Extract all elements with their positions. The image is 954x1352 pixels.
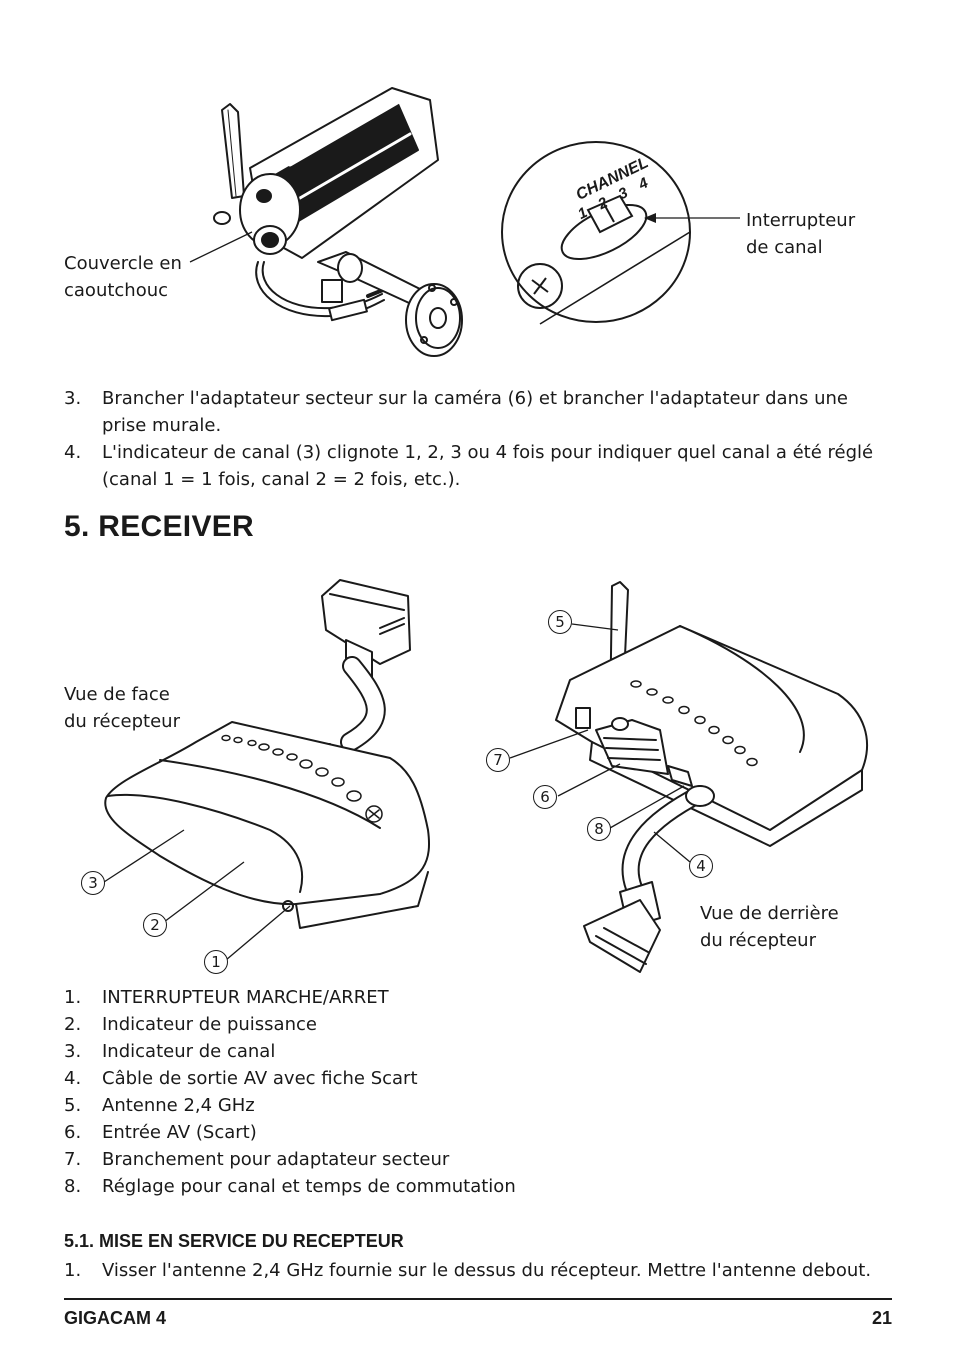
callout-3: 3 (81, 871, 105, 895)
steps-bottom: 1.Visser l'antenne 2,4 GHz fournie sur l… (64, 1257, 894, 1284)
list-item: 8.Réglage pour canal et temps de commuta… (64, 1176, 516, 1197)
arrow-icon (644, 213, 656, 223)
callout-6: 6 (533, 785, 557, 809)
receiver-illustration (103, 579, 869, 973)
page-number: 21 (871, 1308, 892, 1328)
label-front-view: Vue de face du récepteur (64, 684, 180, 732)
parts-list: 1.INTERRUPTEUR MARCHE/ARRET 2.Indicateur… (64, 984, 894, 1200)
footer-product: GIGACAM 4 (64, 1308, 167, 1328)
list-item: 5.Antenne 2,4 GHz (64, 1095, 255, 1116)
subsection-title: 5.1. MISE EN SERVICE DU RECEPTEUR (64, 1231, 404, 1251)
label-back-view: Vue de derrière du récepteur (700, 903, 839, 951)
callout-2: 2 (143, 913, 167, 937)
list-item: 2.Indicateur de puissance (64, 1014, 317, 1035)
list-item: 7.Branchement pour adaptateur secteur (64, 1149, 450, 1170)
callout-5: 5 (548, 610, 572, 634)
callout-1: 1 (204, 950, 228, 974)
section-title: 5. RECEIVER (64, 510, 255, 543)
list-item: 3.Brancher l'adaptateur secteur sur la c… (64, 388, 848, 436)
list-item: 3.Indicateur de canal (64, 1041, 276, 1062)
label-channel-switch: Interrupteur de canal (746, 210, 856, 258)
label-rubber-cover: Couvercle en caoutchouc (64, 253, 182, 301)
camera-illustration: CHANNEL 1 2 3 4 (189, 87, 740, 357)
list-item: 4.L'indicateur de canal (3) clignote 1, … (64, 442, 874, 490)
list-item: 1.INTERRUPTEUR MARCHE/ARRET (64, 987, 389, 1008)
list-item: 6.Entrée AV (Scart) (64, 1122, 257, 1143)
list-item: 4.Câble de sortie AV avec fiche Scart (64, 1068, 418, 1089)
callout-4: 4 (689, 854, 713, 878)
list-item: 1.Visser l'antenne 2,4 GHz fournie sur l… (64, 1260, 872, 1281)
callout-8: 8 (587, 817, 611, 841)
callout-7: 7 (486, 748, 510, 772)
steps-top: 3.Brancher l'adaptateur secteur sur la c… (64, 385, 894, 493)
footer-divider (64, 1298, 892, 1300)
